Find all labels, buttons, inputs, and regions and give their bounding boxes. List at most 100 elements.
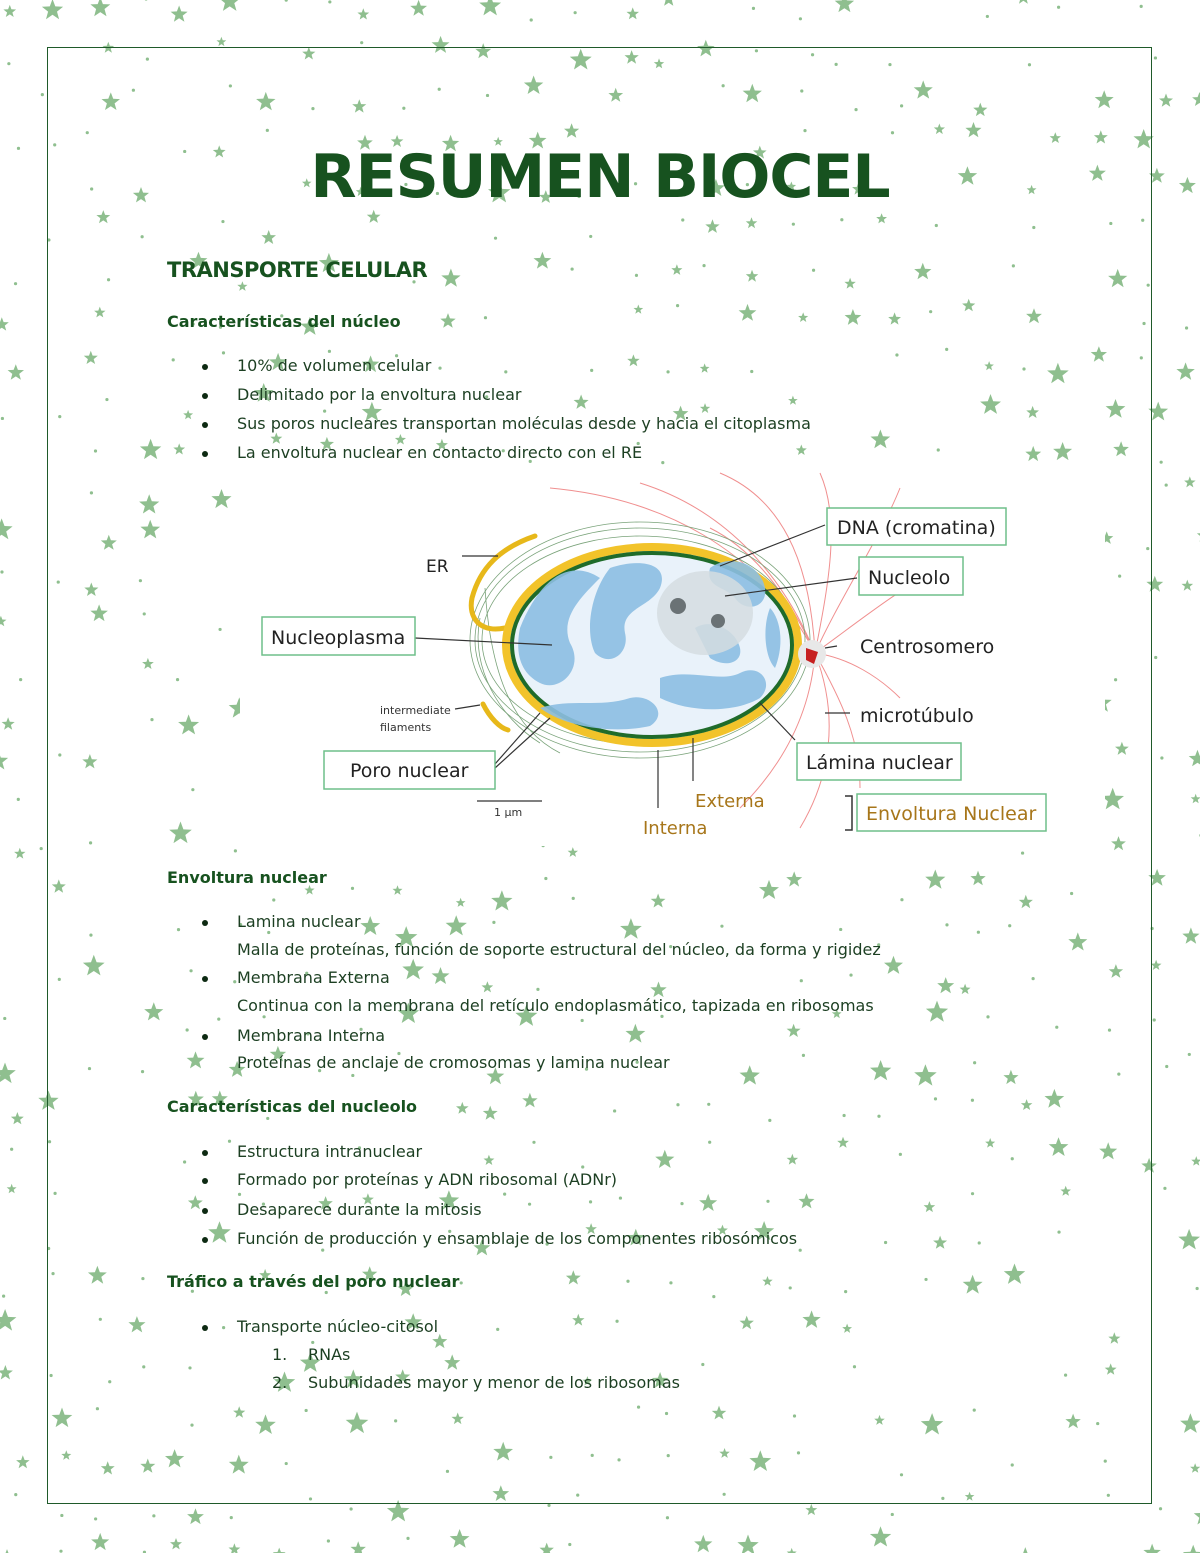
star-icon	[3, 4, 17, 18]
dot-decoration	[750, 369, 754, 374]
dot-decoration	[1165, 1064, 1169, 1069]
star-icon	[831, 1008, 842, 1019]
star-icon	[1146, 575, 1164, 592]
dot-decoration	[1070, 891, 1074, 896]
star-icon	[253, 383, 274, 402]
star-icon	[1048, 1137, 1069, 1156]
star-icon	[874, 1414, 885, 1425]
dot-decoration	[267, 930, 271, 935]
dot-decoration	[445, 1469, 450, 1473]
star-icon	[933, 1235, 948, 1249]
dot-decoration	[788, 1286, 792, 1290]
dot-decoration	[1057, 1230, 1061, 1234]
dot-decoration	[899, 104, 904, 108]
dot-decoration	[318, 1069, 322, 1073]
list-item: Sus poros nucleares transportan molécula…	[202, 414, 811, 433]
dot-decoration	[233, 849, 237, 853]
label-nucleoplasma: Nucleoplasma	[271, 627, 405, 649]
dot-decoration	[218, 325, 223, 329]
dot-decoration	[811, 268, 816, 272]
dot-decoration	[85, 131, 89, 135]
dot-decoration	[666, 1454, 670, 1458]
dot-decoration	[306, 1032, 310, 1036]
star-icon	[5, 1549, 9, 1553]
label-microtubulo: microtúbulo	[860, 705, 974, 727]
dot-decoration	[412, 280, 416, 284]
star-icon	[786, 1547, 797, 1553]
dot-decoration	[185, 1028, 189, 1032]
star-icon	[392, 885, 403, 895]
star-icon	[1190, 793, 1200, 804]
star-icon	[786, 1153, 799, 1165]
star-icon	[626, 7, 639, 20]
star-icon	[299, 1352, 321, 1372]
dot-decoration	[883, 1240, 888, 1245]
label-poro-nuclear: Poro nuclear	[350, 760, 469, 782]
star-icon	[1101, 787, 1124, 810]
dot-decoration	[40, 92, 44, 97]
dot-decoration	[581, 1165, 585, 1169]
dot-decoration	[1159, 460, 1163, 464]
label-centrosomero: Centrosomero	[860, 636, 994, 658]
label-externa: Externa	[695, 791, 765, 812]
dot-decoration	[57, 977, 61, 981]
dot-decoration	[175, 678, 180, 682]
list-item-description: Continua con la membrana del retículo en…	[237, 996, 874, 1015]
dot-decoration	[396, 1205, 400, 1210]
dot-decoration	[501, 449, 505, 453]
star-icon	[302, 178, 312, 188]
star-icon	[749, 1450, 772, 1471]
star-icon	[802, 1310, 821, 1328]
label-interna: Interna	[643, 818, 707, 839]
dot-decoration	[355, 973, 359, 977]
dot-decoration	[7, 62, 11, 66]
star-icon	[410, 0, 427, 16]
dot-decoration	[798, 1248, 802, 1252]
star-icon	[397, 1280, 414, 1296]
dot-decoration	[311, 1340, 315, 1345]
star-icon	[1, 717, 15, 730]
dot-decoration	[613, 1109, 617, 1113]
star-icon	[101, 92, 120, 110]
dot-decoration	[899, 1473, 904, 1477]
dot-decoration	[545, 1242, 549, 1246]
dot-decoration	[1010, 1157, 1014, 1161]
dot-decoration	[237, 1192, 242, 1196]
dot-decoration	[191, 788, 195, 792]
dot-decoration	[360, 41, 364, 45]
star-icon	[844, 277, 856, 289]
star-icon	[913, 80, 933, 99]
dot-decoration	[142, 1365, 146, 1369]
dot-decoration	[576, 1493, 580, 1497]
dot-decoration	[985, 14, 989, 19]
dot-decoration	[721, 84, 725, 88]
dot-decoration	[527, 1202, 532, 1206]
star-icon	[0, 1062, 16, 1084]
document-title: RESUMEN BIOCEL	[310, 142, 890, 212]
star-icon	[528, 131, 547, 149]
dot-decoration	[3, 1016, 7, 1021]
nucleolus	[657, 571, 753, 655]
star-icon	[362, 1266, 378, 1281]
star-icon	[302, 46, 316, 60]
dot-decoration	[280, 314, 284, 318]
star-icon	[569, 48, 592, 70]
heading-trafico-poro: Tráfico a través del poro nuclear	[167, 1272, 460, 1291]
dot-decoration	[675, 304, 680, 308]
dot-decoration	[53, 1191, 57, 1195]
star-icon	[1053, 442, 1073, 461]
dot-decoration	[323, 409, 327, 413]
nucleus-diagram: DNA (cromatina) Nucleolo ER Nucleoplasma…	[240, 468, 1105, 846]
star-icon	[1003, 1263, 1026, 1284]
star-icon	[84, 582, 99, 596]
star-icon	[798, 312, 809, 322]
dot-decoration	[849, 973, 853, 977]
star-icon	[91, 1532, 110, 1551]
star-icon	[352, 99, 367, 113]
star-icon	[738, 303, 757, 321]
star-icon	[170, 1538, 182, 1550]
dot-decoration	[89, 491, 94, 495]
star-icon	[144, 1002, 164, 1021]
star-icon	[1141, 1157, 1157, 1173]
dot-decoration	[150, 718, 154, 722]
